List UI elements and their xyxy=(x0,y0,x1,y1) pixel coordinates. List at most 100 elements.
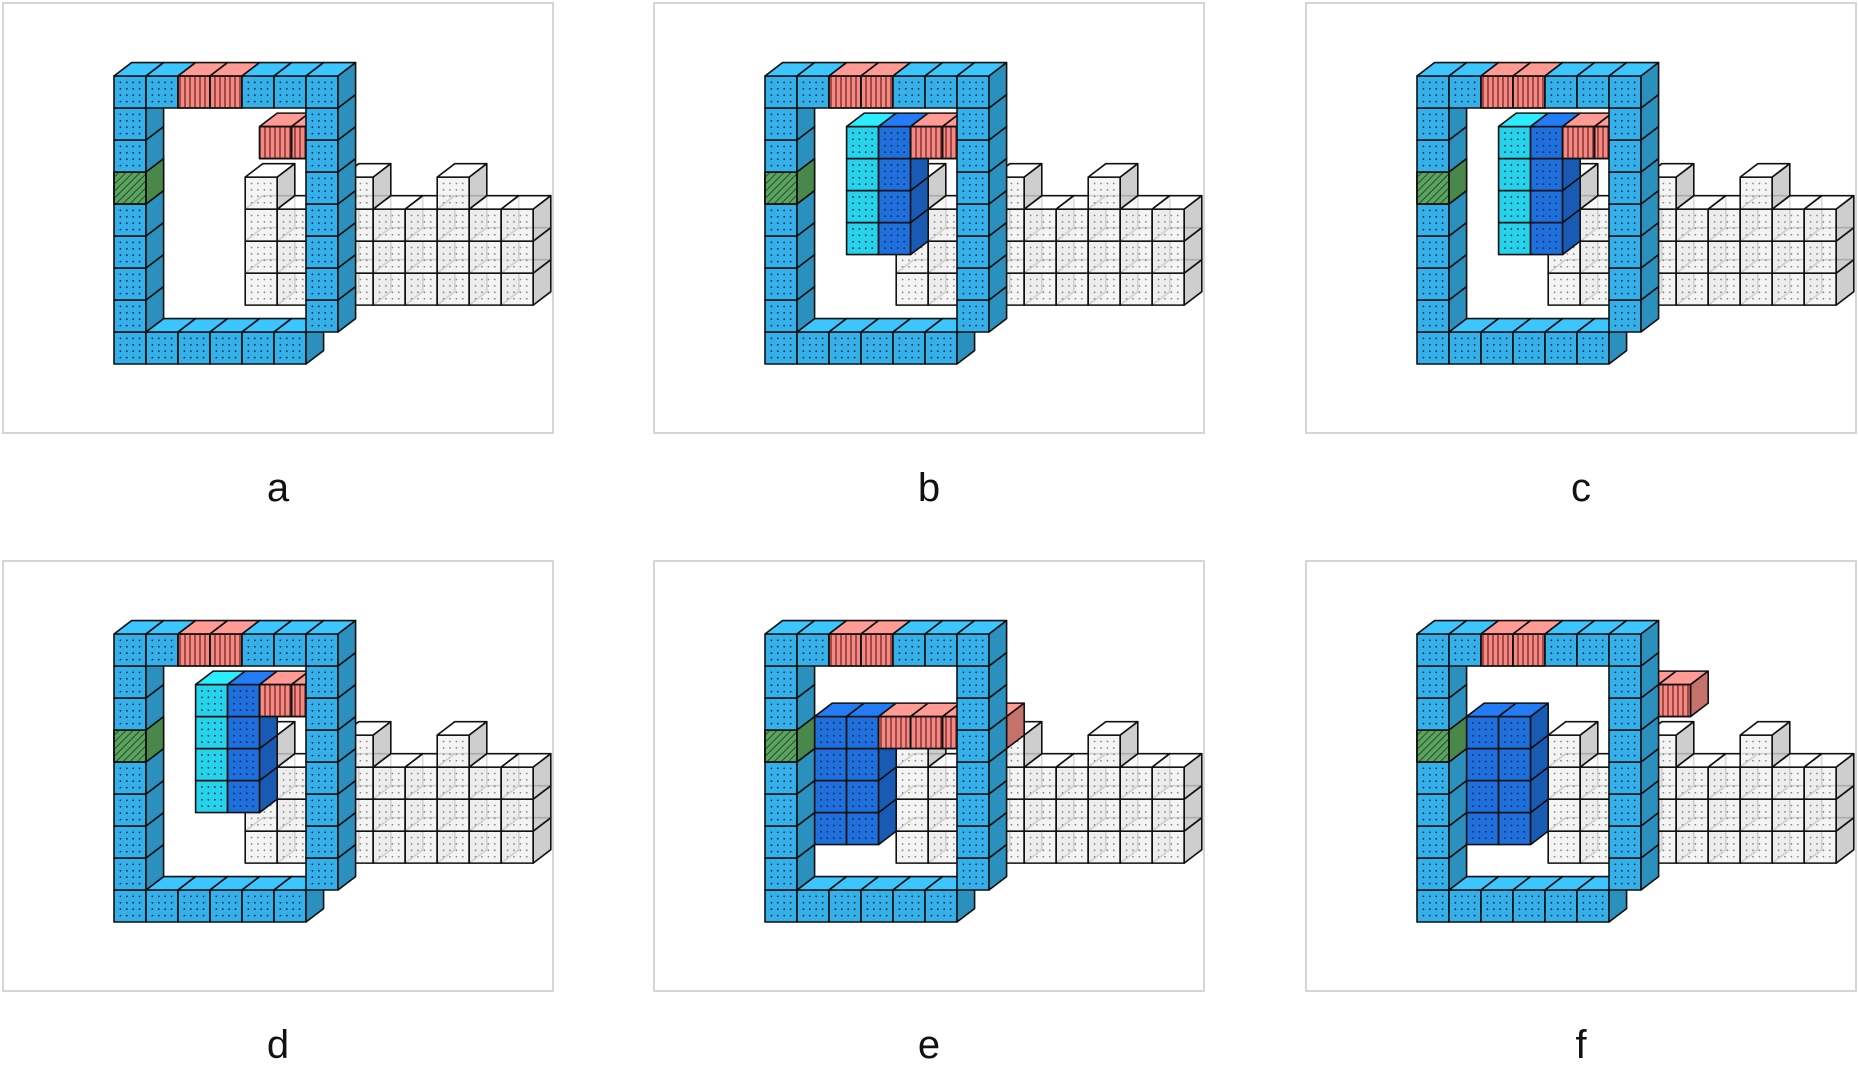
voxel-dot xyxy=(132,690,135,693)
voxel-dot xyxy=(1614,215,1617,218)
voxel-dot xyxy=(858,183,861,186)
voxel-dot xyxy=(1093,233,1096,236)
voxel-dot xyxy=(1157,265,1160,268)
voxel-dot xyxy=(789,81,792,84)
voxel-dot xyxy=(201,805,203,808)
voxel-dot xyxy=(311,292,314,295)
voxel-dot xyxy=(981,81,984,84)
voxel-dot xyxy=(119,158,122,161)
voxel-dot xyxy=(1662,265,1665,268)
voxel-dot xyxy=(1010,297,1013,300)
voxel-dot xyxy=(1662,214,1665,217)
voxel-dot xyxy=(1620,81,1623,84)
voxel-dot xyxy=(903,247,906,250)
voxel-dot xyxy=(245,754,248,756)
voxel-dot xyxy=(1726,291,1729,294)
voxel-dot xyxy=(1553,297,1556,300)
voxel-dot xyxy=(776,94,779,97)
voxel-dot xyxy=(125,863,128,866)
voxel-dot xyxy=(1614,318,1617,321)
voxel-dot xyxy=(525,278,528,281)
voxel-dot xyxy=(981,279,984,282)
voxel-dot xyxy=(385,772,387,775)
voxel-dot xyxy=(1516,144,1519,147)
voxel-dot xyxy=(317,882,320,885)
voxel-dot xyxy=(324,286,327,289)
voxel-dot xyxy=(1125,265,1128,268)
voxel-dot xyxy=(1758,246,1761,249)
voxel-dot xyxy=(324,158,327,161)
voxel-dot xyxy=(119,164,122,167)
voxel-dot xyxy=(1435,113,1438,116)
voxel-dot xyxy=(429,817,432,820)
voxel-dot xyxy=(519,779,522,781)
voxel-dot xyxy=(324,113,327,116)
voxel-dot xyxy=(1422,132,1425,135)
voxel-dot xyxy=(183,343,186,346)
voxel-dot xyxy=(125,81,128,84)
voxel-dot xyxy=(481,246,483,249)
voxel-dot xyxy=(317,254,320,257)
voxel-dot xyxy=(1732,285,1735,287)
voxel-dot xyxy=(1516,247,1519,250)
voxel-dot xyxy=(324,735,327,738)
voxel-dot xyxy=(1164,855,1166,858)
voxel-dot xyxy=(920,855,923,858)
voxel-dot xyxy=(132,260,135,263)
voxel-dot xyxy=(930,337,933,340)
voxel-dot xyxy=(301,817,304,820)
voxel-dot xyxy=(506,259,509,262)
voxel-dot xyxy=(962,164,965,167)
voxel-dot xyxy=(1627,273,1630,276)
voxel-front xyxy=(305,857,339,891)
voxel-dot xyxy=(1688,233,1690,236)
voxel-dot xyxy=(449,740,451,743)
voxel-dot xyxy=(981,94,984,97)
voxel-dot xyxy=(1627,318,1630,321)
voxel-dot xyxy=(298,337,301,340)
voxel-dot xyxy=(866,350,869,353)
voxel-dot xyxy=(519,246,522,249)
voxel-dot xyxy=(1700,291,1703,294)
voxel-dot xyxy=(317,209,320,212)
voxel-dot xyxy=(1048,285,1051,287)
voxel-dot xyxy=(1758,182,1761,185)
voxel-front xyxy=(796,331,830,365)
voxel-dot xyxy=(1633,279,1636,282)
voxel-dot xyxy=(975,126,978,129)
voxel-dot xyxy=(410,246,413,249)
voxel-dot xyxy=(449,804,451,807)
voxel-front xyxy=(1608,75,1642,109)
voxel-dot xyxy=(917,81,920,84)
voxel-dot xyxy=(295,855,298,858)
voxel-dot xyxy=(221,356,224,359)
voxel-dot xyxy=(164,645,167,648)
voxel-dot xyxy=(292,901,295,904)
voxel-dot xyxy=(1633,241,1636,244)
voxel-front xyxy=(927,208,962,242)
voxel-dot xyxy=(213,722,216,724)
voxel-front xyxy=(1055,208,1090,242)
voxel-dot xyxy=(324,722,327,725)
voxel-dot xyxy=(1029,227,1032,230)
voxel-dot xyxy=(202,901,205,904)
voxel-dot xyxy=(301,214,304,217)
voxel-dot xyxy=(1700,214,1703,217)
voxel-dot xyxy=(391,285,394,287)
voxel-dot xyxy=(1585,297,1588,300)
voxel-dot xyxy=(330,754,333,757)
voxel-dot xyxy=(908,278,910,281)
voxel-dot xyxy=(940,849,942,852)
voxel-dot xyxy=(933,265,936,268)
voxel-dot xyxy=(1010,823,1013,826)
voxel-dot xyxy=(920,817,923,820)
voxel-dot xyxy=(385,823,387,826)
voxel-dot xyxy=(1138,253,1141,255)
voxel-dot xyxy=(1164,221,1166,223)
voxel-dot xyxy=(132,209,135,212)
voxel-dot xyxy=(1029,278,1032,281)
voxel-dot xyxy=(1435,164,1438,167)
voxel-dot xyxy=(1042,836,1045,839)
voxel-dot xyxy=(783,279,786,282)
voxel-dot xyxy=(1016,221,1019,223)
